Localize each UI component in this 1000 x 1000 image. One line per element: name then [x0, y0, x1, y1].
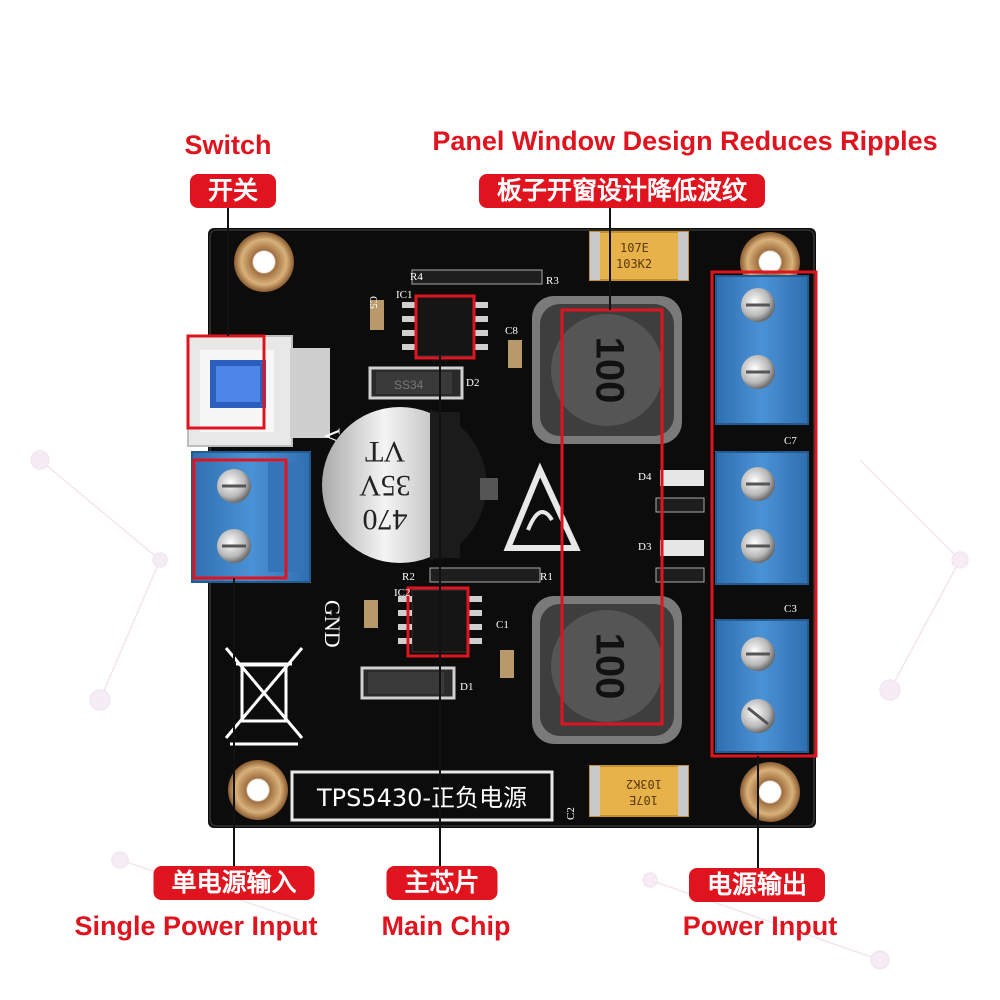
svg-text:R4: R4: [410, 271, 423, 283]
svg-text:C7: C7: [784, 435, 797, 447]
capacitor-voltage-text: 35V: [359, 469, 411, 502]
svg-text:D4: D4: [638, 471, 652, 483]
tantalum-bottom-line2: 103K2: [626, 777, 662, 791]
panel-label-cn: 板子开窗设计降低波纹: [478, 174, 766, 208]
smd-components: [364, 269, 705, 678]
svg-text:D1: D1: [460, 681, 473, 693]
reference-designators: R4 R3 IC1 C5 C8 D2 R2 R1 IC2 C1 D1 D4 D3…: [367, 271, 797, 820]
inductor-top: 100: [532, 296, 682, 444]
tantalum-top-line1: 107E: [620, 241, 649, 255]
output-terminal-highlight: [710, 270, 818, 758]
input-terminal-highlight: [192, 458, 288, 580]
esd-warning-icon: [503, 462, 581, 551]
tantalum-cap-bottom: 107E 103K2: [589, 765, 689, 817]
main-chip-label-en: Main Chip: [381, 911, 511, 941]
panel-label-en: Panel Window Design Reduces Ripples: [432, 126, 938, 156]
svg-text:C5: C5: [367, 296, 379, 309]
output-terminal-blocks[interactable]: [715, 275, 809, 753]
inductor-top-text: 100: [587, 337, 631, 404]
svg-text:C3: C3: [784, 603, 797, 615]
switch-label-en: Switch: [184, 130, 272, 160]
svg-text:C8: C8: [505, 325, 518, 337]
chip-highlight-bottom: [406, 586, 470, 658]
svg-text:R2: R2: [402, 571, 415, 583]
svg-text:R1: R1: [540, 571, 553, 583]
svg-text:R3: R3: [546, 275, 559, 287]
input-terminal-block[interactable]: [191, 451, 311, 583]
switch-highlight: [186, 334, 266, 430]
tantalum-bottom-line1: 107E: [629, 793, 658, 807]
diode-code-text: SS34: [394, 378, 424, 392]
capacitor-series-text: VT: [365, 435, 405, 468]
svg-text:C2: C2: [565, 807, 577, 820]
svg-text:C1: C1: [496, 619, 509, 631]
chip-highlight-top: [414, 294, 476, 360]
ic-top: [402, 295, 488, 357]
inductor-highlight: [560, 308, 664, 726]
recycle-bin-icon: [224, 647, 304, 746]
svg-text:IC1: IC1: [396, 289, 413, 301]
board-title-box: TPS5430-正负电源: [290, 770, 554, 822]
main-chip-label-cn: 主芯片: [386, 866, 498, 900]
capacitor-value-text: 470: [363, 503, 408, 536]
tantalum-cap-top: 107E 103K2: [589, 231, 689, 281]
single-input-label-cn: 单电源输入: [153, 866, 315, 900]
svg-text:D3: D3: [638, 541, 652, 553]
toggle-switch[interactable]: [187, 335, 330, 447]
inductor-bottom: 100: [532, 596, 682, 744]
svg-text:D2: D2: [466, 377, 479, 389]
mounting-holes: [228, 232, 800, 822]
power-output-label-cn: 电源输出: [688, 868, 826, 902]
board-title-text: TPS5430-正负电源: [316, 784, 527, 812]
callout-lines: [227, 206, 759, 870]
single-input-label-en: Single Power Input: [74, 911, 318, 941]
switch-label-cn: 开关: [189, 174, 277, 208]
inductor-bottom-text: 100: [587, 633, 631, 700]
gnd-silkscreen: GND: [320, 600, 345, 648]
diodes: SS34: [360, 366, 464, 700]
power-output-label-en: Power Input: [682, 911, 838, 941]
electrolytic-capacitor: 470 35V VT: [322, 407, 487, 563]
tantalum-top-line2: 103K2: [616, 257, 652, 271]
svg-text:IC2: IC2: [394, 587, 411, 599]
